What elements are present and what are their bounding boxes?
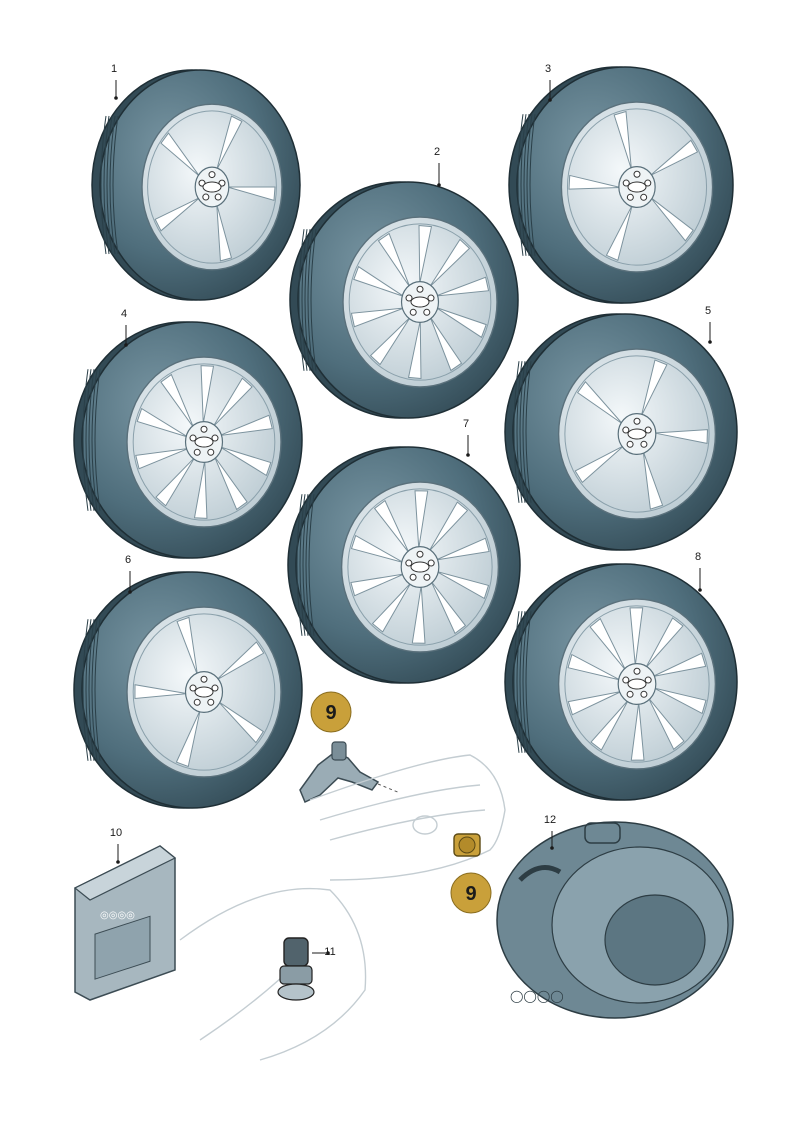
- wheel-2: [289, 181, 519, 419]
- callout-dot-c1: [114, 96, 118, 100]
- badge-b9a: 9: [310, 691, 352, 733]
- callout-label-c11: 11: [324, 946, 335, 958]
- badge-b9b: 9: [450, 872, 492, 914]
- callout-label-c4: 4: [121, 308, 127, 320]
- callout-label-c8: 8: [695, 551, 701, 563]
- callout-dot-c10: [116, 860, 120, 864]
- wheel-1: [91, 69, 301, 301]
- callout-dot-c4: [124, 343, 128, 347]
- valve-stem: [277, 937, 315, 1001]
- rim-section-ghost: [309, 754, 506, 881]
- wheel-7: [287, 446, 521, 684]
- valve-stem-ghost: [179, 887, 367, 1061]
- callout-dot-c11: [326, 951, 330, 955]
- package-logo: ◎◎◎◎: [100, 910, 135, 921]
- callout-dot-c2: [437, 183, 441, 187]
- badge-label: 9: [465, 883, 476, 905]
- valve-nut: [453, 833, 481, 857]
- wheel-3: [508, 66, 734, 304]
- valve-kit-package: ◎◎◎◎: [73, 845, 177, 1001]
- wheel-4: [73, 321, 303, 559]
- callout-label-c1: 1: [111, 63, 117, 75]
- callout-label-c7: 7: [463, 418, 469, 430]
- callout-label-c5: 5: [705, 305, 711, 317]
- callout-dot-c6: [128, 590, 132, 594]
- tpms-sensor: [299, 741, 401, 804]
- callout-label-c10: 10: [110, 827, 122, 839]
- callout-dot-c5: [708, 340, 712, 344]
- callout-label-c6: 6: [125, 554, 131, 566]
- callout-label-c3: 3: [545, 63, 551, 75]
- tire-cover-bag: ◯◯◯◯: [496, 821, 734, 1019]
- wheel-5: [504, 313, 738, 551]
- callout-label-c12: 12: [544, 814, 556, 826]
- bag-logo: ◯◯◯◯: [510, 989, 564, 1003]
- wheel-6: [73, 571, 303, 809]
- callout-dot-c3: [548, 98, 552, 102]
- callout-dot-c12: [550, 846, 554, 850]
- wheel-8: [504, 563, 738, 801]
- badge-label: 9: [325, 702, 336, 724]
- callout-label-c2: 2: [434, 146, 440, 158]
- callout-dot-c7: [466, 453, 470, 457]
- callout-dot-c8: [698, 588, 702, 592]
